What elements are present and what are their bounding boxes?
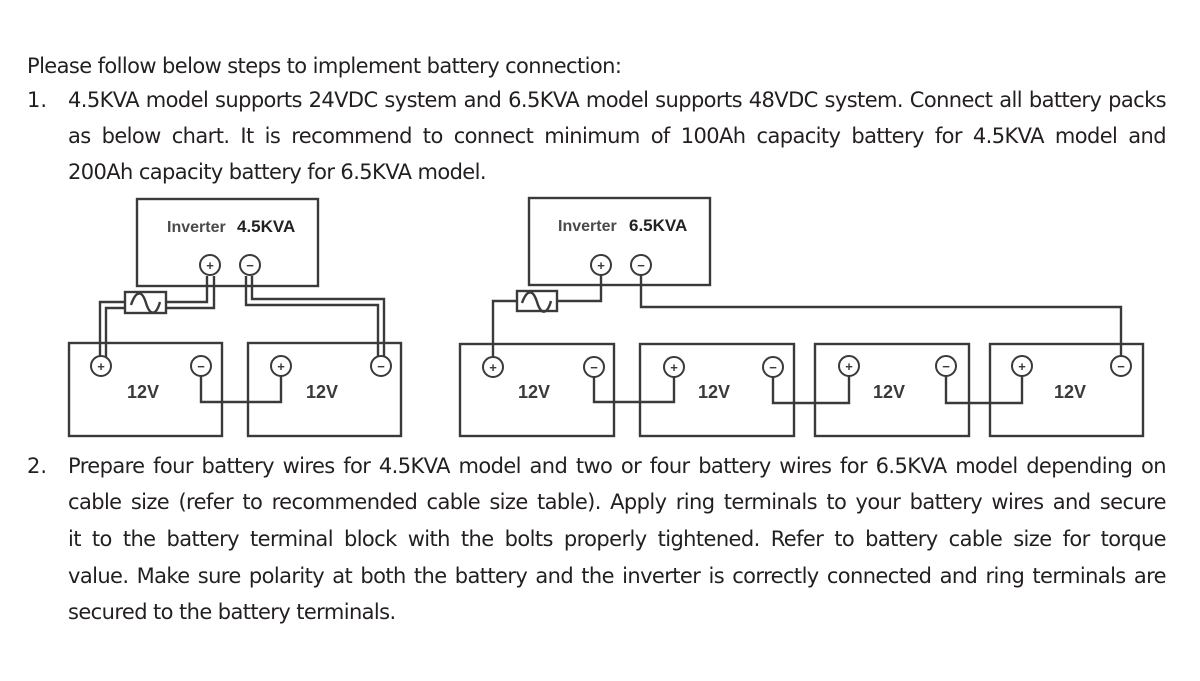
battery-1-negative-terminal	[190, 355, 212, 377]
battery-2-box	[638, 342, 796, 438]
plus-icon: +	[597, 258, 605, 273]
minus-icon: −	[246, 258, 254, 273]
minus-icon: −	[769, 360, 777, 375]
step2-line-3: it to the battery terminal block with th…	[68, 527, 1167, 551]
step1-line-1: 4.5KVA model supports 24VDC system and 6…	[68, 88, 1167, 112]
plus-icon: +	[97, 359, 105, 374]
fuse-symbol	[520, 291, 553, 313]
inverter-label: Inverter	[167, 219, 226, 236]
fuse-symbol	[129, 292, 162, 314]
step1-line-2: as below chart. It is recommend to conne…	[68, 124, 1167, 148]
inverter-positive-terminal	[199, 254, 221, 276]
series-link-wire-1	[592, 375, 676, 404]
inverter-negative-terminal	[630, 254, 652, 276]
step2-line-1: Prepare four battery wires for 4.5KVA mo…	[68, 454, 1167, 478]
plus-icon: +	[670, 360, 678, 375]
step1-number: 1.	[27, 88, 48, 112]
battery-1-positive-terminal	[482, 356, 504, 378]
battery-2-voltage: 12V	[698, 382, 730, 402]
wire-positive-c	[98, 300, 125, 364]
series-link-wire-3	[944, 375, 1024, 405]
step2-line-4: value. Make sure polarity at both the ba…	[68, 564, 1167, 588]
battery-1-voltage: 12V	[518, 382, 550, 402]
inverter-label: Inverter	[558, 218, 617, 235]
wire-negative-long	[639, 274, 1123, 360]
wire-negative-b	[250, 276, 386, 364]
battery-3-negative-terminal	[935, 355, 957, 377]
wire-positive-a	[556, 274, 603, 303]
series-link-wire-2	[771, 375, 851, 405]
inverter-6-5kva-box	[527, 196, 712, 287]
minus-icon: −	[1117, 359, 1125, 374]
battery-2-voltage: 12V	[306, 382, 338, 402]
step2-number: 2.	[27, 454, 48, 478]
diagram-6-5kva: Inverter 6.5KVA + − 12V 12V 12V 12V + −	[458, 196, 1145, 438]
battery-3-box	[813, 342, 971, 438]
battery-1-voltage: 12V	[127, 382, 159, 402]
wire-positive-a	[165, 276, 209, 304]
battery-4-box	[988, 342, 1145, 438]
battery-1-box	[67, 341, 224, 438]
battery-2-positive-terminal	[270, 355, 292, 377]
inverter-4-5kva-box	[135, 197, 320, 288]
battery-3-voltage: 12V	[873, 382, 905, 402]
battery-4-voltage: 12V	[1054, 382, 1086, 402]
intro-text: Please follow below steps to implement b…	[27, 54, 622, 78]
step2-line-5: secured to the battery terminals.	[68, 600, 396, 624]
inverter-positive-terminal	[590, 254, 612, 276]
plus-icon: +	[489, 360, 497, 375]
inverter-negative-terminal	[239, 254, 261, 276]
fuse-icon	[515, 289, 559, 313]
battery-2-negative-terminal	[762, 356, 784, 378]
inverter-model: 4.5KVA	[237, 217, 295, 236]
series-link-wire	[199, 375, 283, 404]
plus-icon: +	[206, 258, 214, 273]
minus-icon: −	[377, 359, 385, 374]
minus-icon: −	[637, 258, 645, 273]
battery-2-box	[246, 341, 403, 438]
wire-positive-d	[104, 306, 125, 364]
battery-4-positive-terminal	[1011, 355, 1033, 377]
minus-icon: −	[590, 360, 598, 375]
inverter-model: 6.5KVA	[629, 216, 687, 235]
wire-positive-b	[491, 299, 517, 362]
minus-icon: −	[942, 359, 950, 374]
battery-1-box	[458, 342, 616, 438]
wire-negative-a	[244, 276, 380, 364]
battery-2-positive-terminal	[663, 356, 685, 378]
battery-3-positive-terminal	[838, 355, 860, 377]
wire-positive-b	[165, 276, 216, 310]
step2-line-2: cable size (refer to recommended cable s…	[68, 490, 1167, 514]
diagram-4-5kva: Inverter 4.5KVA + − 12V 12V + − + −	[67, 197, 403, 438]
plus-icon: +	[845, 359, 853, 374]
battery-1-negative-terminal	[583, 356, 605, 378]
plus-icon: +	[1018, 359, 1026, 374]
battery-2-negative-terminal	[370, 355, 392, 377]
battery-4-negative-terminal	[1110, 355, 1132, 377]
fuse-icon	[123, 290, 168, 315]
plus-icon: +	[277, 359, 285, 374]
battery-1-positive-terminal	[90, 355, 112, 377]
step1-line-3: 200Ah capacity battery for 6.5KVA model.	[68, 160, 487, 184]
minus-icon: −	[197, 359, 205, 374]
